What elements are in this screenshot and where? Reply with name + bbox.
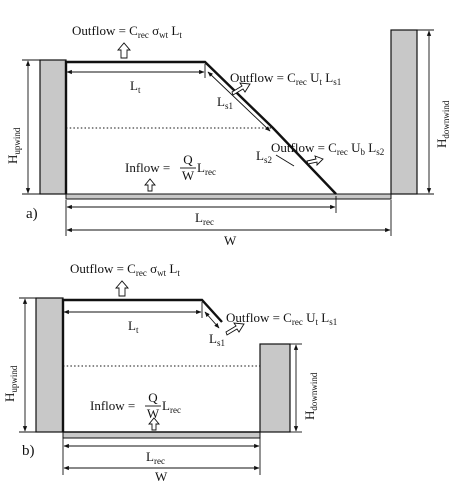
outflow-s2-arrow-a [306,155,324,167]
inflow-numerator-b: Q [148,390,158,405]
inflow-tail-a: Lrec [197,160,216,177]
inflow-label-a: Inflow = Q W Lrec [125,152,216,183]
outflow-top-label-a: Outflow = Crec σwt Lt [72,23,182,40]
outflow-s2-label-a: Outflow = Crec Ub Ls2 [271,140,384,157]
ls1-label-a: Ls1 [217,94,233,111]
downwind-building-a [390,29,418,195]
h-upwind-label-b: Hupwind [2,365,19,402]
panel-b: Hupwind Hdownwind Lt Ls1 Outflow = Crec … [2,261,337,484]
lt-label-b: Lt [128,318,139,335]
lrec-label-b: Lrec [146,449,165,466]
w-label-b: W [155,469,168,484]
ls2-label-a: Ls2 [256,148,272,165]
upwind-building-b [35,297,64,433]
ls1-dimension-b [204,311,220,329]
recirculation-zone-a [64,60,337,195]
h-upwind-label-a: Hupwind [5,127,22,164]
outflow-s1-arrow-a [231,82,251,96]
inflow-numerator-a: Q [183,152,193,167]
outflow-s1-label-b: Outflow = Crec Ut Ls1 [226,310,337,327]
downwind-building-b [259,343,291,433]
inflow-denominator-a: W [182,168,195,183]
outflow-s1-arrow-b [225,322,245,336]
inflow-tail-b: Lrec [162,398,181,415]
outflow-s1-label-a: Outflow = Crec Ut Ls1 [230,70,341,87]
recirculation-zone-b [61,298,223,432]
inflow-denominator-b: W [147,406,160,421]
outflow-top-arrow-a [117,42,131,59]
lt-label-a: Lt [130,78,141,95]
panel-a: Hupwind Hdownwind Lt Ls1 Ls2 Outflow = C… [5,23,451,248]
inflow-label-b: Inflow = Q W Lrec [90,390,181,421]
outflow-top-arrow-b [115,280,129,297]
ls2-leader-a [275,154,295,167]
h-downwind-label-a: Hdownwind [434,100,451,148]
h-downwind-label-b: Hdownwind [302,372,319,420]
inflow-prefix-b: Inflow = [90,398,135,413]
inflow-arrow-b [148,417,160,431]
outflow-top-label-b: Outflow = Crec σwt Lt [70,261,180,278]
w-label-a: W [224,233,237,248]
panel-b-label: b) [22,443,35,459]
ls1-label-b: Ls1 [209,331,225,348]
recirculation-floor-b [62,431,261,439]
lrec-label-a: Lrec [195,210,214,227]
recirculation-floor-a [65,193,392,200]
panel-a-label: a) [26,206,38,222]
inflow-prefix-a: Inflow = [125,160,170,175]
ls1-dimension-a [207,71,271,132]
upwind-building-a [39,59,67,195]
inflow-arrow-a [144,178,156,192]
